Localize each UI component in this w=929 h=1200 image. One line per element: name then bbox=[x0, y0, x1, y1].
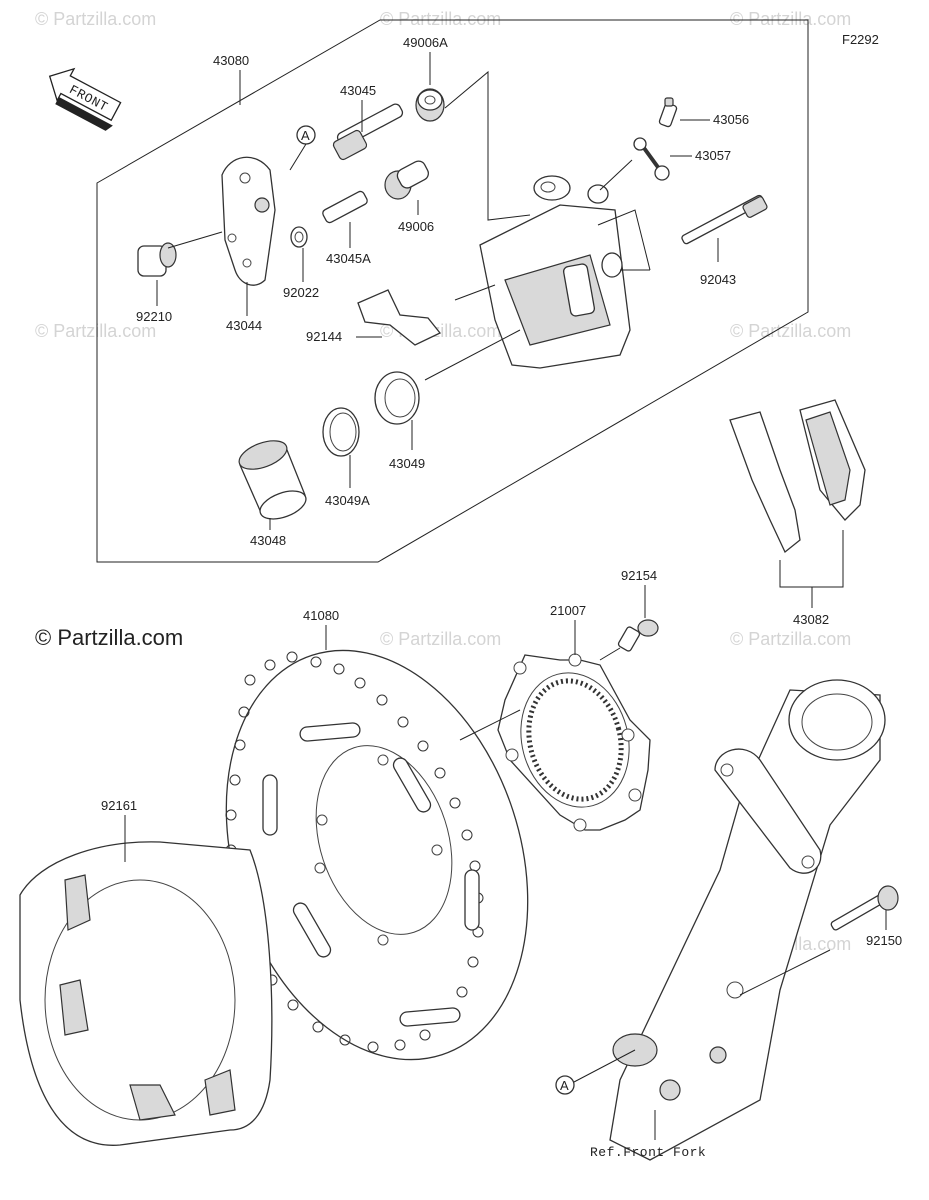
watermark: © Partzilla.com bbox=[35, 321, 156, 341]
watermark: © Partzilla.com bbox=[730, 629, 851, 649]
part-43049A bbox=[322, 407, 360, 457]
marker-a-fork-circle bbox=[555, 1075, 575, 1095]
part-49006 bbox=[384, 160, 430, 200]
label-92022: 92022 bbox=[283, 285, 319, 300]
label-43049: 43049 bbox=[389, 456, 425, 471]
marker-a-fork: A bbox=[560, 1078, 569, 1093]
part-43082 bbox=[729, 399, 866, 554]
label-43056: 43056 bbox=[713, 112, 749, 127]
leader-a bbox=[289, 143, 307, 171]
part-43044 bbox=[221, 156, 276, 286]
part-92154 bbox=[617, 619, 659, 652]
diagram-code: F2292 bbox=[842, 32, 879, 47]
watermark: © Partzilla.com bbox=[380, 629, 501, 649]
watermark: © Partzilla.com bbox=[730, 321, 851, 341]
watermark: © Partzilla.com bbox=[380, 9, 501, 29]
watermark: © Partzilla.com bbox=[730, 9, 851, 29]
leader-43057-body bbox=[599, 159, 633, 191]
part-92022 bbox=[290, 226, 308, 248]
label-41080: 41080 bbox=[303, 608, 339, 623]
part-92144 bbox=[357, 289, 442, 346]
label-21007: 21007 bbox=[550, 603, 586, 618]
part-92161 bbox=[19, 841, 273, 1146]
label-43057: 43057 bbox=[695, 148, 731, 163]
leader-92150-b bbox=[739, 949, 831, 996]
leader-piston bbox=[424, 329, 521, 381]
leader-disc-rotor bbox=[459, 709, 521, 741]
part-43056 bbox=[658, 97, 678, 128]
fork-leg bbox=[609, 679, 886, 1161]
part-43048 bbox=[238, 440, 307, 520]
label-92150: 92150 bbox=[866, 933, 902, 948]
part-92043 bbox=[681, 194, 768, 245]
part-49006A bbox=[415, 88, 445, 122]
label-92210: 92210 bbox=[136, 309, 172, 324]
label-43080: 43080 bbox=[213, 53, 249, 68]
part-43045A bbox=[322, 190, 368, 224]
part-92150 bbox=[830, 885, 899, 931]
part-43049 bbox=[374, 371, 420, 425]
leader-92154-b bbox=[599, 647, 621, 661]
part-43045 bbox=[332, 103, 404, 161]
ref-front-fork-label: Ref.Front Fork bbox=[590, 1145, 706, 1160]
copyright-text: © Partzilla.com bbox=[35, 625, 183, 650]
label-92154: 92154 bbox=[621, 568, 657, 583]
leader-caliper bbox=[444, 70, 531, 221]
label-43049A: 43049A bbox=[325, 493, 370, 508]
part-43057 bbox=[633, 137, 670, 181]
leader-spring bbox=[454, 284, 496, 301]
label-49006A: 49006A bbox=[403, 35, 448, 50]
part-92210 bbox=[137, 242, 177, 277]
label-43045A: 43045A bbox=[326, 251, 371, 266]
front-arrow-icon: FRONT bbox=[48, 67, 122, 131]
leader-a-fork bbox=[573, 1049, 636, 1083]
caliper-assembly-frame bbox=[96, 19, 809, 563]
label-92161: 92161 bbox=[101, 798, 137, 813]
label-49006: 49006 bbox=[398, 219, 434, 234]
label-92043: 92043 bbox=[700, 272, 736, 287]
label-43044: 43044 bbox=[226, 318, 262, 333]
marker-a: A bbox=[301, 128, 310, 143]
part-21007 bbox=[497, 653, 651, 832]
watermark: © Partzilla.com bbox=[35, 9, 156, 29]
label-92144: 92144 bbox=[306, 329, 342, 344]
leader-92210-line bbox=[167, 231, 223, 249]
label-43048: 43048 bbox=[250, 533, 286, 548]
label-43082: 43082 bbox=[793, 612, 829, 627]
label-43045: 43045 bbox=[340, 83, 376, 98]
part-caliper-body bbox=[479, 175, 631, 369]
leader-bracket bbox=[597, 209, 651, 271]
